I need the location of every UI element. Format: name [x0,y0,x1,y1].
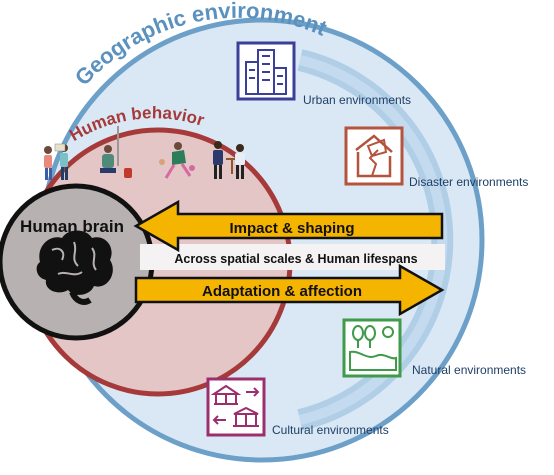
people-walking-icon [44,143,68,180]
temple-exchange-icon [206,377,266,437]
city-buildings-icon [236,41,296,101]
brain-icon [36,230,113,305]
middle-band [140,244,445,270]
tree-river-sun-icon [342,318,402,378]
impact-shaping-label: Impact & shaping [229,220,354,237]
adaptation-affection-label: Adaptation & affection [202,283,362,300]
cultural-environments-label: Cultural environments [272,423,389,437]
person-sitting-icon [100,126,132,178]
people-meeting-icon [213,141,245,179]
natural-environments-label: Natural environments [412,363,526,377]
person-running-icon [159,142,195,179]
impact-shaping-arrow [133,199,444,253]
middle-label: Across spatial scales & Human lifespans [174,252,417,266]
human-brain-title: Human brain [20,217,124,236]
disaster-environments-label: Disaster environments [409,175,528,189]
adaptation-affection-arrow [134,263,445,317]
urban-environments-label: Urban environments [303,93,411,107]
environment-flow-band-inner [298,55,448,425]
collapsed-house-icon [344,126,404,186]
